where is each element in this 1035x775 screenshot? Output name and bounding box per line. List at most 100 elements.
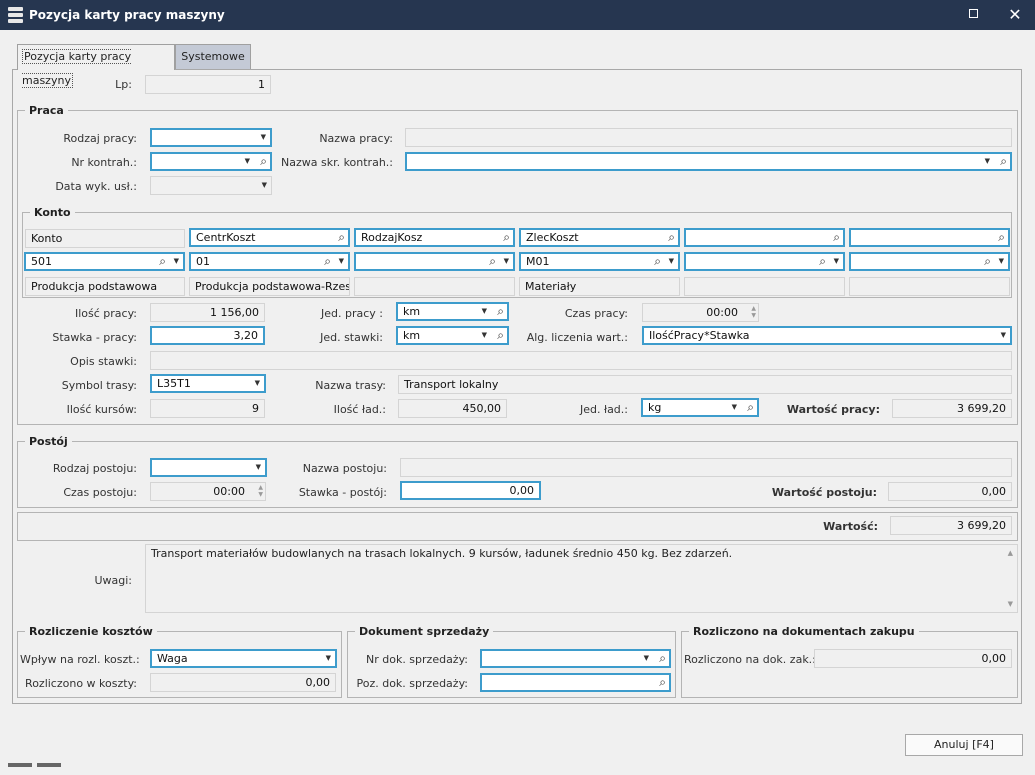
dokument-group — [347, 631, 676, 698]
search-icon[interactable]: ⌕ — [497, 328, 504, 342]
chevron-down-icon[interactable]: ▼ — [244, 157, 250, 165]
cancel-button[interactable]: Anuluj [F4] — [905, 734, 1023, 756]
chevron-down-icon[interactable]: ▼ — [503, 257, 509, 265]
ilosc-lad-label: Ilość ład.: — [333, 403, 386, 416]
app-menu-icon[interactable] — [8, 7, 23, 23]
search-icon[interactable]: ⌕ — [819, 254, 826, 268]
chevron-down-icon[interactable]: ▼ — [255, 463, 261, 471]
symbol-trasy-select[interactable]: L35T1▼ — [150, 374, 266, 393]
ilosc-kursow-field[interactable]: 9 — [150, 399, 265, 418]
scroll-up-icon[interactable]: ▲ — [1007, 549, 1013, 557]
stawka-pracy-field[interactable]: 3,20 — [150, 326, 265, 345]
chevron-down-icon[interactable]: ▼ — [173, 257, 179, 265]
search-icon[interactable]: ⌕ — [503, 230, 510, 244]
konto-value-select[interactable]: ⌕▼ — [684, 252, 845, 271]
postoj-group — [17, 441, 1018, 508]
chevron-down-icon[interactable]: ▼ — [325, 654, 331, 662]
search-icon[interactable]: ⌕ — [998, 230, 1005, 244]
chevron-down-icon[interactable]: ▼ — [998, 257, 1004, 265]
search-icon[interactable]: ⌕ — [984, 254, 991, 268]
nazwa-skr-kontrah-select[interactable]: ▼⌕ — [405, 152, 1012, 171]
konto-header-cell[interactable]: CentrKoszt⌕ — [189, 228, 350, 247]
search-icon[interactable]: ⌕ — [1000, 154, 1007, 168]
jed-pracy-label: Jed. pracy : — [321, 307, 383, 320]
tab-pozycja[interactable]: Pozycja karty pracy maszyny — [17, 44, 175, 88]
wartosc-box — [17, 512, 1018, 541]
konto-value-select[interactable]: M01⌕▼ — [519, 252, 680, 271]
search-icon[interactable]: ⌕ — [659, 675, 666, 689]
close-icon[interactable]: ✕ — [1008, 5, 1022, 24]
maximize-icon[interactable] — [964, 6, 982, 24]
rozliczono-koszty-field: 0,00 — [150, 673, 336, 692]
search-icon[interactable]: ⌕ — [260, 154, 267, 168]
rodzaj-pracy-select[interactable]: ▼ — [150, 128, 272, 147]
konto-value-select[interactable]: 501⌕▼ — [24, 252, 185, 271]
chevron-down-icon[interactable]: ▼ — [254, 379, 260, 387]
search-icon[interactable]: ⌕ — [668, 230, 675, 244]
chevron-down-icon[interactable]: ▼ — [481, 331, 487, 339]
chevron-down-icon[interactable]: ▼ — [643, 654, 649, 662]
jed-stawki-select[interactable]: km▼⌕ — [396, 326, 509, 345]
nazwa-trasy-field[interactable]: Transport lokalny — [398, 375, 1012, 394]
ilosc-pracy-field[interactable]: 1 156,00 — [150, 303, 265, 322]
data-wyk-field[interactable]: ▼ — [150, 176, 272, 195]
konto-value-select[interactable]: ⌕▼ — [849, 252, 1010, 271]
chevron-down-icon[interactable]: ▼ — [984, 157, 990, 165]
chevron-down-icon[interactable]: ▼ — [260, 133, 266, 141]
status-indicator — [37, 763, 61, 767]
ilosc-lad-field[interactable]: 450,00 — [398, 399, 507, 418]
konto-value-select[interactable]: ⌕▼ — [354, 252, 515, 271]
spinner-icon[interactable]: ▲▼ — [751, 305, 756, 319]
alg-liczenia-select[interactable]: IlośćPracy*Stawka▼ — [642, 326, 1012, 345]
wplyw-select[interactable]: Waga▼ — [150, 649, 337, 668]
stawka-postoj-field[interactable]: 0,00 — [400, 481, 541, 500]
chevron-down-icon[interactable]: ▼ — [833, 257, 839, 265]
czas-postoju-field[interactable]: 00:00▲▼ — [150, 482, 266, 501]
nr-dok-select[interactable]: ▼⌕ — [480, 649, 671, 668]
search-icon[interactable]: ⌕ — [654, 254, 661, 268]
search-icon[interactable]: ⌕ — [338, 230, 345, 244]
nr-kontrah-select[interactable]: ▼⌕ — [150, 152, 272, 171]
konto-header-cell[interactable]: ZlecKoszt⌕ — [519, 228, 680, 247]
poz-dok-select[interactable]: ⌕ — [480, 673, 671, 692]
konto-name-cell: Produkcja podstawowa — [25, 277, 185, 296]
search-icon[interactable]: ⌕ — [747, 400, 754, 414]
wartosc-field: 3 699,20 — [890, 516, 1012, 535]
konto-header-cell[interactable]: RodzajKosz⌕ — [354, 228, 515, 247]
chevron-down-icon[interactable]: ▼ — [1000, 331, 1006, 339]
chevron-down-icon[interactable]: ▼ — [261, 181, 267, 189]
rodzaj-pracy-label: Rodzaj pracy: — [63, 132, 137, 145]
tab-systemowe[interactable]: Systemowe — [175, 44, 251, 69]
lp-field[interactable]: 1 — [145, 75, 271, 94]
wplyw-label: Wpływ na rozl. koszt.: — [20, 653, 140, 666]
chevron-down-icon[interactable]: ▼ — [338, 257, 344, 265]
search-icon[interactable]: ⌕ — [159, 254, 166, 268]
scroll-down-icon[interactable]: ▼ — [1007, 600, 1013, 608]
wartosc-pracy-field: 3 699,20 — [892, 399, 1012, 418]
jed-lad-select[interactable]: kg▼⌕ — [641, 398, 759, 417]
search-icon[interactable]: ⌕ — [324, 254, 331, 268]
uwagi-textarea[interactable]: Transport materiałów budowlanych na tras… — [145, 544, 1018, 613]
nazwa-trasy-label: Nazwa trasy: — [315, 379, 386, 392]
nr-dok-label: Nr dok. sprzedaży: — [365, 653, 468, 666]
czas-pracy-field[interactable]: 00:00▲▼ — [642, 303, 759, 322]
search-icon[interactable]: ⌕ — [489, 254, 496, 268]
chevron-down-icon[interactable]: ▼ — [481, 307, 487, 315]
konto-header-cell[interactable]: ⌕ — [684, 228, 845, 247]
search-icon[interactable]: ⌕ — [659, 651, 666, 665]
opis-stawki-field[interactable] — [150, 351, 1012, 370]
rodzaj-postoju-select[interactable]: ▼ — [150, 458, 267, 477]
konto-value-select[interactable]: 01⌕▼ — [189, 252, 350, 271]
search-icon[interactable]: ⌕ — [497, 304, 504, 318]
chevron-down-icon[interactable]: ▼ — [668, 257, 674, 265]
nazwa-postoju-field[interactable] — [400, 458, 1012, 477]
jed-pracy-select[interactable]: km▼⌕ — [396, 302, 509, 321]
zakup-group-title: Rozliczono na dokumentach zakupu — [689, 625, 919, 638]
chevron-down-icon[interactable]: ▼ — [731, 403, 737, 411]
konto-name-cell — [684, 277, 845, 296]
konto-header-cell[interactable]: ⌕ — [849, 228, 1010, 247]
stawka-pracy-label: Stawka - pracy: — [52, 331, 137, 344]
search-icon[interactable]: ⌕ — [833, 230, 840, 244]
spinner-icon[interactable]: ▲▼ — [258, 484, 263, 498]
nazwa-pracy-field[interactable] — [405, 128, 1012, 147]
